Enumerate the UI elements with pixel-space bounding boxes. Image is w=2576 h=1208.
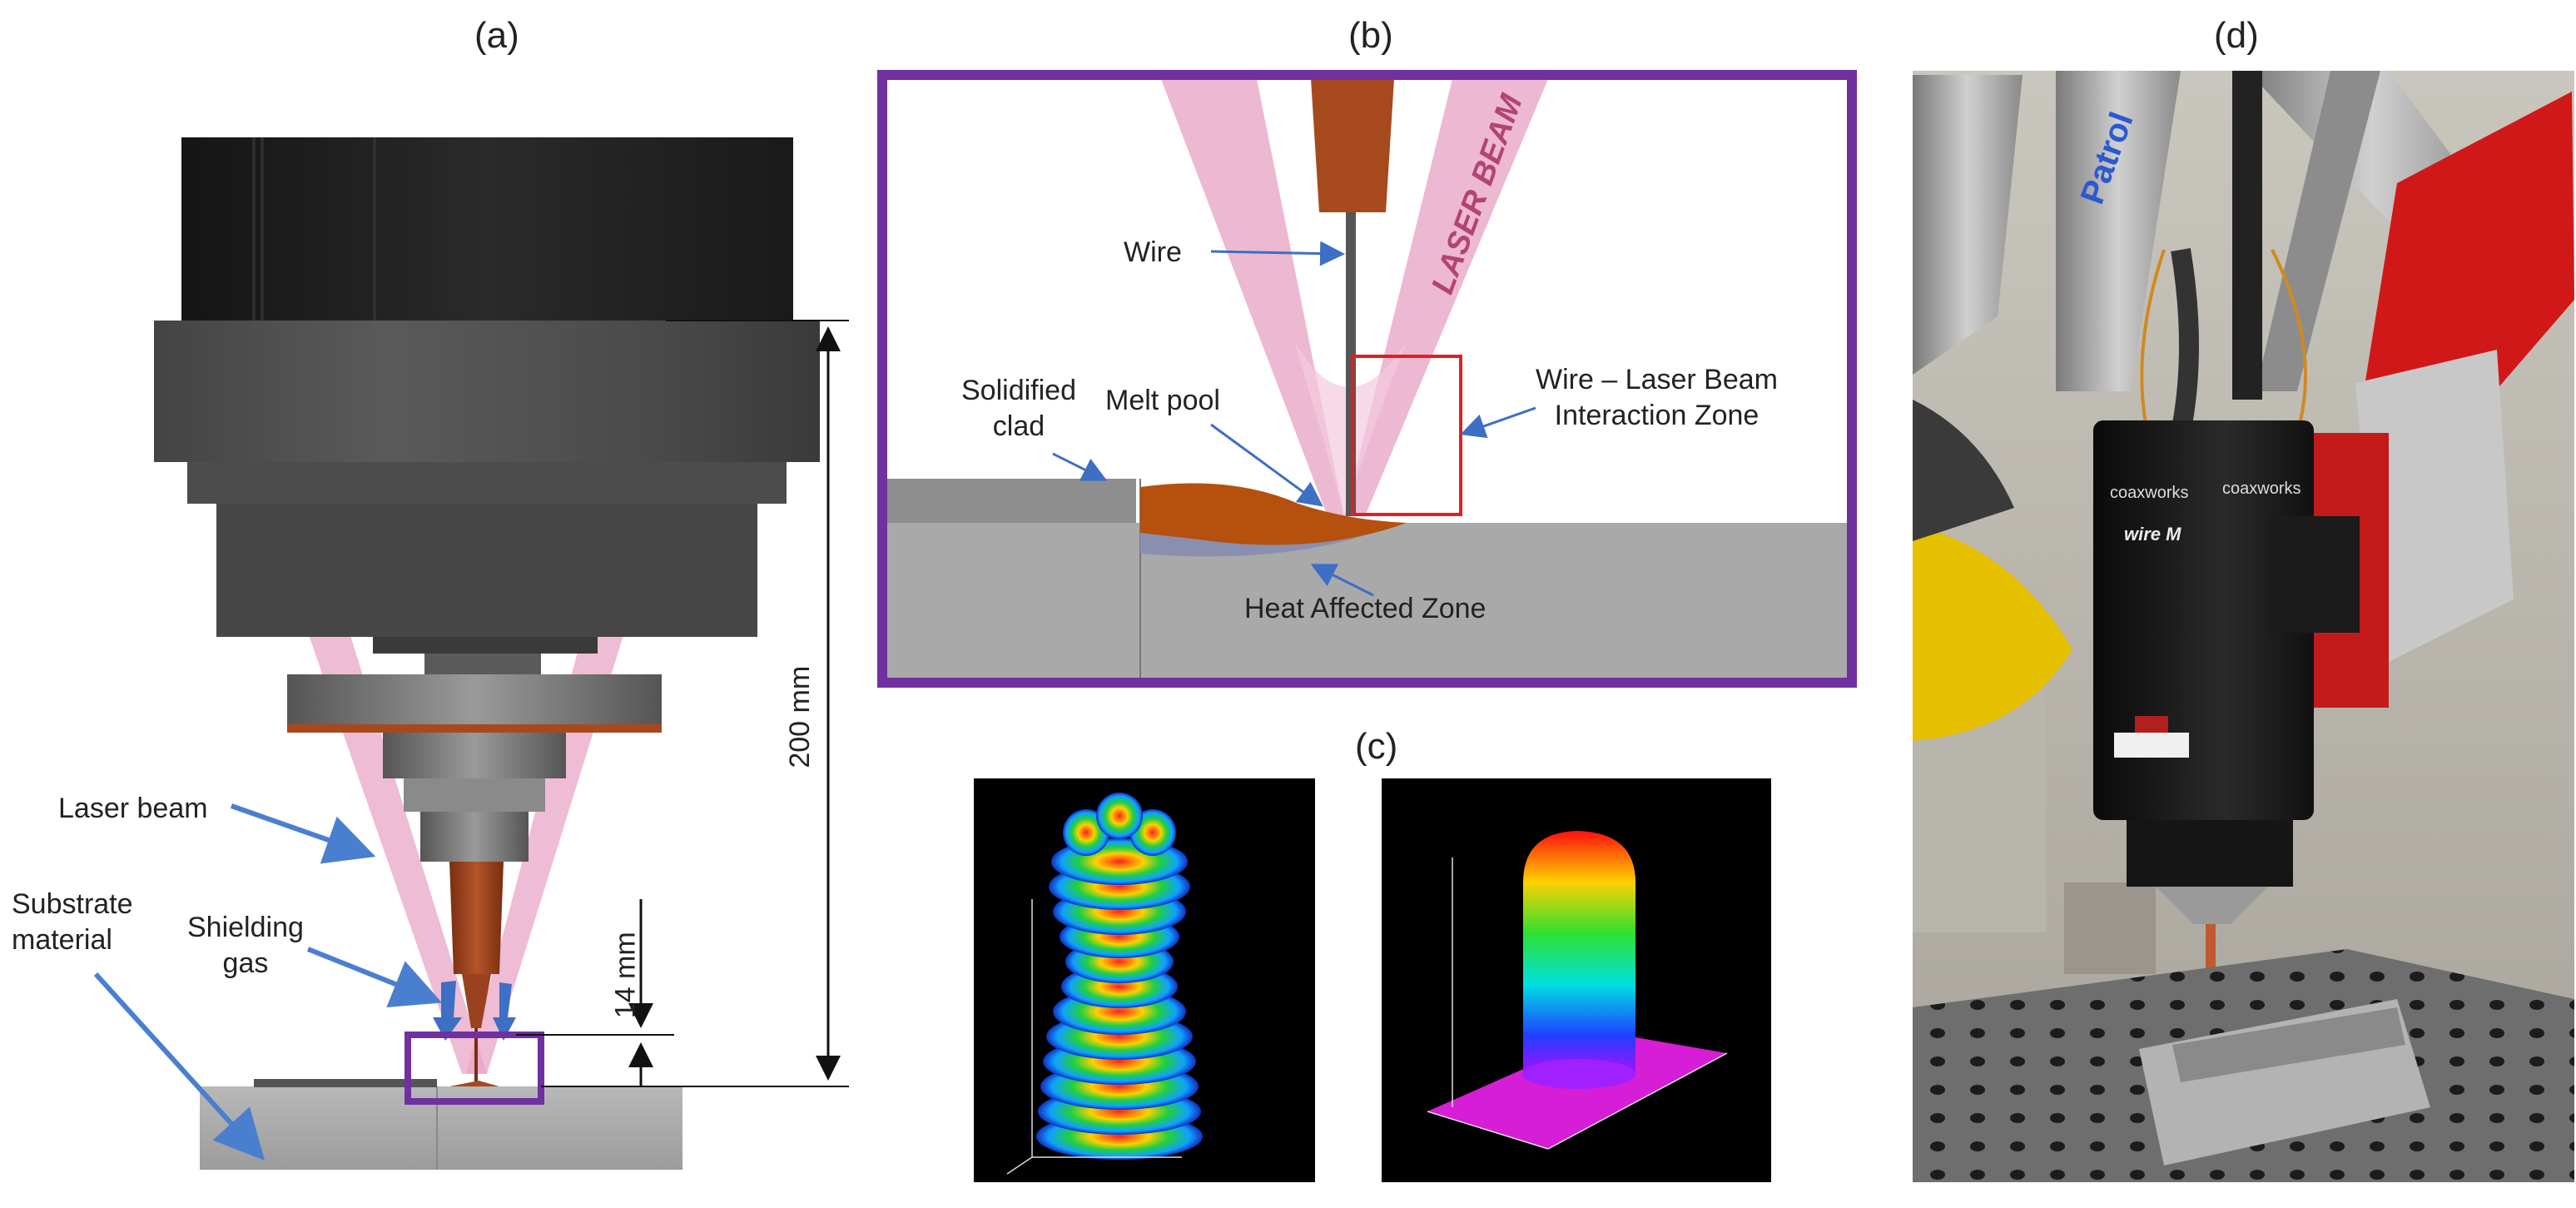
shielding-gas-arrows <box>433 981 516 1041</box>
panel-label-c: (c) <box>1355 726 1398 767</box>
label-laser-beam-a: Laser beam <box>58 793 208 824</box>
wire-nozzle-b <box>1311 79 1394 212</box>
label-substrate-material: Substrate material <box>12 888 133 956</box>
photo-text-brand-right: coaxworks <box>2222 480 2301 498</box>
melt-pool <box>1140 483 1407 545</box>
caustic-stack <box>1036 793 1203 1160</box>
zoom-box-to-b <box>405 1032 544 1105</box>
label-solidified-clad: Solidified clad <box>961 375 1076 442</box>
laser-beam-left-b <box>1161 79 1344 516</box>
label-interaction-zone: Wire – Laser Beam Interaction Zone <box>1536 364 1778 431</box>
photo-text-model: wire M <box>2124 524 2181 544</box>
label-shielding-gas: Shielding gas <box>187 912 304 979</box>
wire-nozzle <box>449 862 504 1082</box>
flat-top-beam <box>1523 831 1635 1086</box>
label-melt-pool: Melt pool <box>1105 385 1220 416</box>
label-wire: Wire <box>1124 236 1182 268</box>
dimension-200mm <box>541 320 849 1087</box>
extraction-hood <box>1913 524 2072 741</box>
panel-b-frame <box>877 70 1857 688</box>
laser-beam-left <box>308 633 487 1074</box>
head-top-housing <box>181 137 793 325</box>
panel-label-a: (a) <box>474 15 519 56</box>
panel-label-b: (b) <box>1348 15 1393 56</box>
label-heat-affected-zone: Heat Affected Zone <box>1244 593 1487 624</box>
panel-a-diagram <box>93 137 849 1170</box>
head-main-body <box>154 321 820 462</box>
dimension-14mm <box>516 899 674 1086</box>
lens-flange <box>287 674 662 724</box>
laser-beam-right-b <box>1344 79 1548 516</box>
photo-text-brand-left: coaxworks <box>2110 484 2189 502</box>
panel-label-d: (d) <box>2214 15 2259 56</box>
laser-beam-right <box>466 633 624 1074</box>
